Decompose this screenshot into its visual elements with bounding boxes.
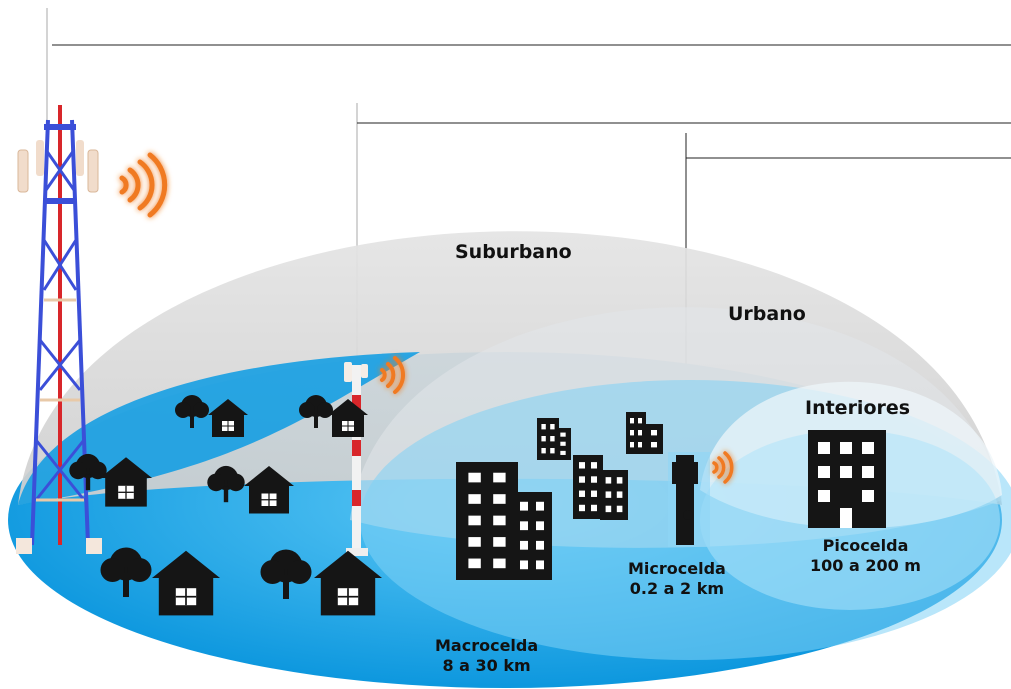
tree-icon xyxy=(260,549,312,599)
picocell-range: 100 a 200 m xyxy=(810,556,921,575)
macrocell-tower xyxy=(16,105,102,554)
microcell-mast xyxy=(344,362,368,556)
tree-icon xyxy=(100,547,152,597)
picocell-label: Picocelda 100 a 200 m xyxy=(810,536,921,576)
zone-label-suburbano: Suburbano xyxy=(455,241,572,263)
picocell-name: Picocelda xyxy=(822,536,909,555)
macro-signal-icon xyxy=(119,152,168,218)
building-icon xyxy=(555,428,571,460)
microcell-signal-icon xyxy=(380,356,406,394)
house-icon xyxy=(208,399,248,437)
microcell-label: Microcelda 0.2 a 2 km xyxy=(628,559,726,599)
house-icon xyxy=(152,550,220,616)
building-icon xyxy=(600,470,628,520)
picocell-signal-icon xyxy=(712,451,734,484)
urban-buildings xyxy=(456,412,663,580)
zone-label-interiores: Interiores xyxy=(805,397,911,419)
building-icon xyxy=(537,418,559,460)
house-icon xyxy=(100,457,152,507)
house-icon xyxy=(328,399,368,437)
building-icon xyxy=(626,412,646,454)
picocell-mast xyxy=(668,452,710,547)
suburban-houses xyxy=(69,395,382,616)
house-icon xyxy=(244,466,294,514)
macrocell-label: Macrocelda 8 a 30 km xyxy=(435,636,538,676)
house-icon xyxy=(314,550,382,616)
tree-icon xyxy=(299,395,333,428)
macrocell-name: Macrocelda xyxy=(435,636,539,655)
building-icon xyxy=(456,462,518,580)
building-icon xyxy=(573,455,603,519)
tree-icon xyxy=(69,453,107,491)
tree-icon xyxy=(175,395,209,428)
building-icon xyxy=(645,424,663,454)
zone-label-urbano: Urbano xyxy=(728,303,806,325)
tree-icon xyxy=(207,465,245,503)
indoor-building-icon xyxy=(808,430,886,528)
macrocell-range: 8 a 30 km xyxy=(442,656,531,675)
building-icon xyxy=(512,492,552,580)
microcell-name: Microcelda xyxy=(628,559,726,578)
microcell-range: 0.2 a 2 km xyxy=(629,579,725,598)
